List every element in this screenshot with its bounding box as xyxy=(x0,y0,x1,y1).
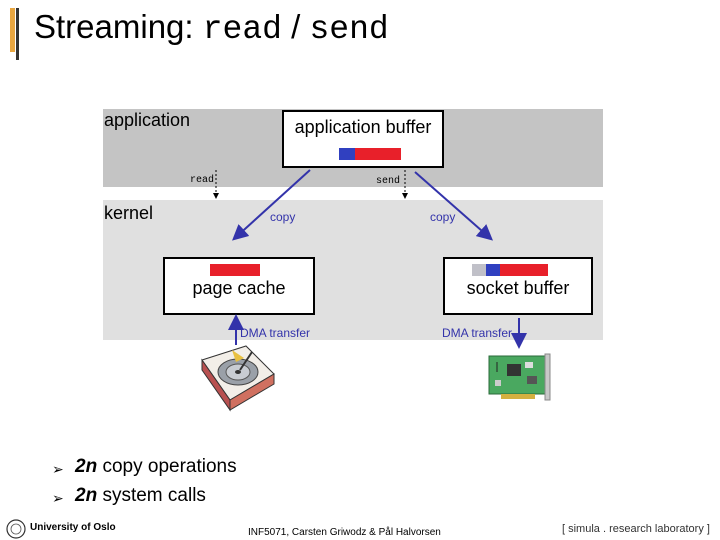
network-card-icon xyxy=(488,353,551,401)
bullet-1: 2n copy operations xyxy=(75,456,237,478)
title-prefix: Streaming: xyxy=(34,8,194,45)
page-cache-label: page cache xyxy=(192,278,286,298)
read-call-label: read xyxy=(190,175,215,186)
socket-buffer-label: socket buffer xyxy=(466,278,570,298)
dma-left-label: DMA transfer xyxy=(240,326,311,340)
copy-left-label: copy xyxy=(270,210,296,224)
application-buffer-box: application buffer xyxy=(282,110,444,168)
title-slash: / xyxy=(291,8,301,45)
university-name: University of Oslo xyxy=(30,522,116,533)
bullet-marker-2: ➢ xyxy=(52,490,64,506)
bullet-2-bold: 2n xyxy=(75,485,98,506)
copy-right-label: copy xyxy=(430,210,456,224)
slide-title: Streaming: read / send xyxy=(34,8,389,48)
title-read-code: read xyxy=(202,11,282,48)
socket-buffer-grey-block xyxy=(472,264,486,276)
bullet-1-text: copy operations xyxy=(97,456,237,477)
bullet-2: 2n system calls xyxy=(75,485,206,507)
title-send-code: send xyxy=(309,11,389,48)
application-label: application xyxy=(104,110,191,130)
socket-buffer-blue-block xyxy=(486,264,500,276)
app-buffer-red-block xyxy=(355,148,401,160)
dma-right-label: DMA transfer xyxy=(442,326,513,340)
course-credit: INF5071, Carsten Griwodz & Pål Halvorsen xyxy=(248,527,441,538)
title-accent-bar xyxy=(10,8,20,60)
bullet-1-bold: 2n xyxy=(75,456,98,477)
university-seal-icon xyxy=(6,519,26,539)
copy-to-socket-arrow xyxy=(414,171,494,241)
send-call-label: send xyxy=(376,176,401,187)
hard-disk-icon xyxy=(201,345,275,412)
bullet-2-text: system calls xyxy=(97,485,206,506)
simula-logo: [ simula . research laboratory ] xyxy=(562,523,710,535)
copy-to-app-arrow xyxy=(232,169,311,241)
application-buffer-label: application buffer xyxy=(294,117,432,137)
bullet-marker-1: ➢ xyxy=(52,461,64,477)
kernel-label: kernel xyxy=(104,203,154,223)
socket-buffer-red-block xyxy=(500,264,548,276)
socket-buffer-box: socket buffer xyxy=(443,257,593,315)
app-buffer-blue-block xyxy=(339,148,355,160)
page-cache-red-block xyxy=(210,264,260,276)
